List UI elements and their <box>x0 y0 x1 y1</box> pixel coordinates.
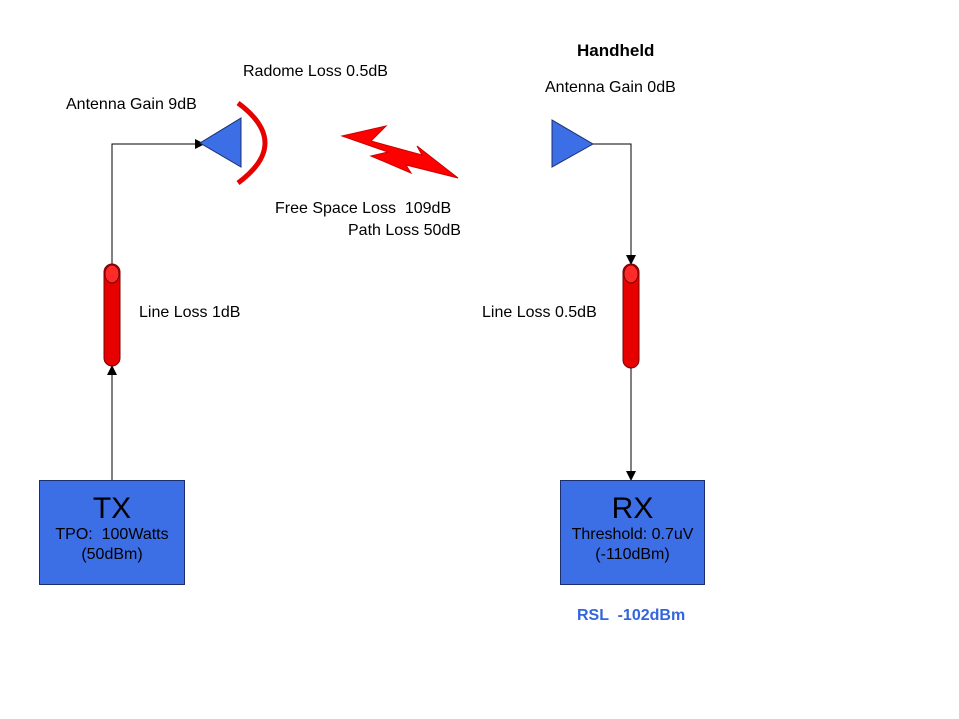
tx-title: TX <box>92 492 132 525</box>
rx-title: RX <box>611 492 654 525</box>
lightning-icon <box>340 125 459 179</box>
tx-power-dbm: (50dBm) <box>81 546 143 563</box>
free-space-loss-label: Free Space Loss 109dB <box>275 200 452 217</box>
radome-icon <box>236 100 268 186</box>
rx-threshold: Threshold: 0.7uV <box>571 526 694 543</box>
rx-antenna-gain-label: Antenna Gain 0dB <box>545 79 676 96</box>
path-loss-label: Path Loss 50dB <box>348 222 461 239</box>
rx-antenna-icon <box>551 119 595 168</box>
tx-antenna-icon <box>199 117 242 168</box>
tx-power: TPO: 100Watts <box>55 526 169 543</box>
rx-threshold-dbm: (-110dBm) <box>595 546 670 563</box>
tx-antenna-feed-line <box>111 139 205 265</box>
rx-line-loss-label: Line Loss 0.5dB <box>482 304 597 321</box>
tx-box: TX TPO: 100Watts (50dBm) <box>39 480 185 585</box>
radome-loss-label: Radome Loss 0.5dB <box>243 63 388 80</box>
tx-antenna-gain-label: Antenna Gain 9dB <box>66 96 197 113</box>
handheld-title: Handheld <box>577 41 655 60</box>
tx-cable-icon <box>103 263 121 367</box>
rx-antenna-feed-line <box>593 143 636 265</box>
rsl-label: RSL -102dBm <box>577 607 686 624</box>
rx-box: RX Threshold: 0.7uV (-110dBm) <box>560 480 705 585</box>
tx-line-loss-label: Line Loss 1dB <box>139 304 241 321</box>
